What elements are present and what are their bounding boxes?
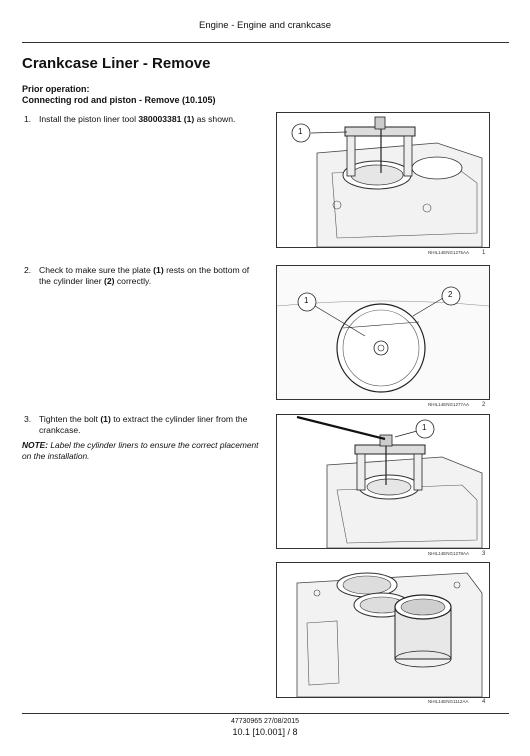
callout-1: 1 (304, 296, 309, 305)
prior-operation-label: Prior operation: (22, 84, 90, 94)
figure-1-caption-outer: NHIL14ENG1275AA (428, 250, 470, 255)
step-number: 1. (24, 114, 32, 124)
step-text-part: as shown. (194, 114, 236, 124)
figure-4-illustration (296, 572, 483, 697)
step-number: 3. (24, 414, 32, 424)
step-text-part: to extract the cylinder liner from the c… (39, 414, 248, 435)
figure-1-illustration (291, 116, 483, 247)
prior-operation: Prior operation: Connecting rod and pist… (22, 84, 216, 106)
step-text: Tighten the bolt (1) to extract the cyli… (39, 414, 262, 436)
note-text: Label the cylinder liners to ensure the … (22, 440, 259, 461)
callout-ref: (1) (100, 414, 111, 424)
step-text-part: Tighten the bolt (39, 414, 101, 424)
figure-1: 1 (276, 112, 490, 248)
step-text: Check to make sure the plate (1) rests o… (39, 265, 262, 287)
footer-doc-id: 47730965 27/08/2015 (230, 718, 300, 725)
callout-ref: (2) (103, 276, 115, 286)
callout-1: 1 (298, 127, 303, 136)
callout-1: 1 (422, 423, 427, 432)
figure-number: 2 (482, 402, 486, 408)
page-header: Engine - Engine and crankcase (198, 20, 332, 31)
figure-2-caption-outer: NHIL14ENG1277AA (428, 402, 470, 407)
step-text-part: Install the piston liner tool (39, 114, 139, 124)
figure-3-caption-outer: NHIL14ENG1278AA (428, 551, 470, 556)
step-text: Install the piston liner tool 380003381 … (39, 114, 262, 125)
step-3: 3. Tighten the bolt (1) to extract the c… (22, 414, 262, 436)
step-1: 1. Install the piston liner tool 3800033… (22, 114, 262, 125)
figure-4 (276, 562, 490, 698)
note-label: NOTE: (22, 440, 49, 450)
page-title: Crankcase Liner - Remove (22, 55, 211, 72)
figure-number: 4 (482, 699, 486, 705)
step-text-part: Check to make sure the plate (39, 265, 154, 275)
part-number: 380003381 (1) (138, 114, 195, 124)
footer-divider (22, 713, 509, 714)
footer-page-number: 10.1 [10.001] / 8 (232, 727, 298, 737)
header-divider (22, 42, 509, 43)
figure-2-illustration (277, 266, 489, 399)
callout-ref: (1) (153, 265, 164, 275)
note: NOTE: Label the cylinder liners to ensur… (22, 440, 262, 462)
prior-operation-link[interactable]: Connecting rod and piston - Remove (10.1… (22, 95, 216, 105)
step-2: 2. Check to make sure the plate (1) rest… (22, 265, 262, 287)
step-text-part: rests on the bottom of the cylinder line… (39, 265, 250, 286)
figure-3: 1 (276, 414, 490, 549)
step-text-part: correctly. (114, 276, 152, 286)
step-number: 2. (24, 265, 32, 275)
figure-3-illustration (296, 415, 483, 548)
figure-4-caption-outer: NHIL14ENG1112AA (428, 699, 469, 704)
callout-2: 2 (448, 290, 453, 299)
figure-number: 1 (482, 250, 486, 256)
figure-number: 3 (482, 551, 486, 557)
figure-2: 1 2 (276, 265, 490, 400)
